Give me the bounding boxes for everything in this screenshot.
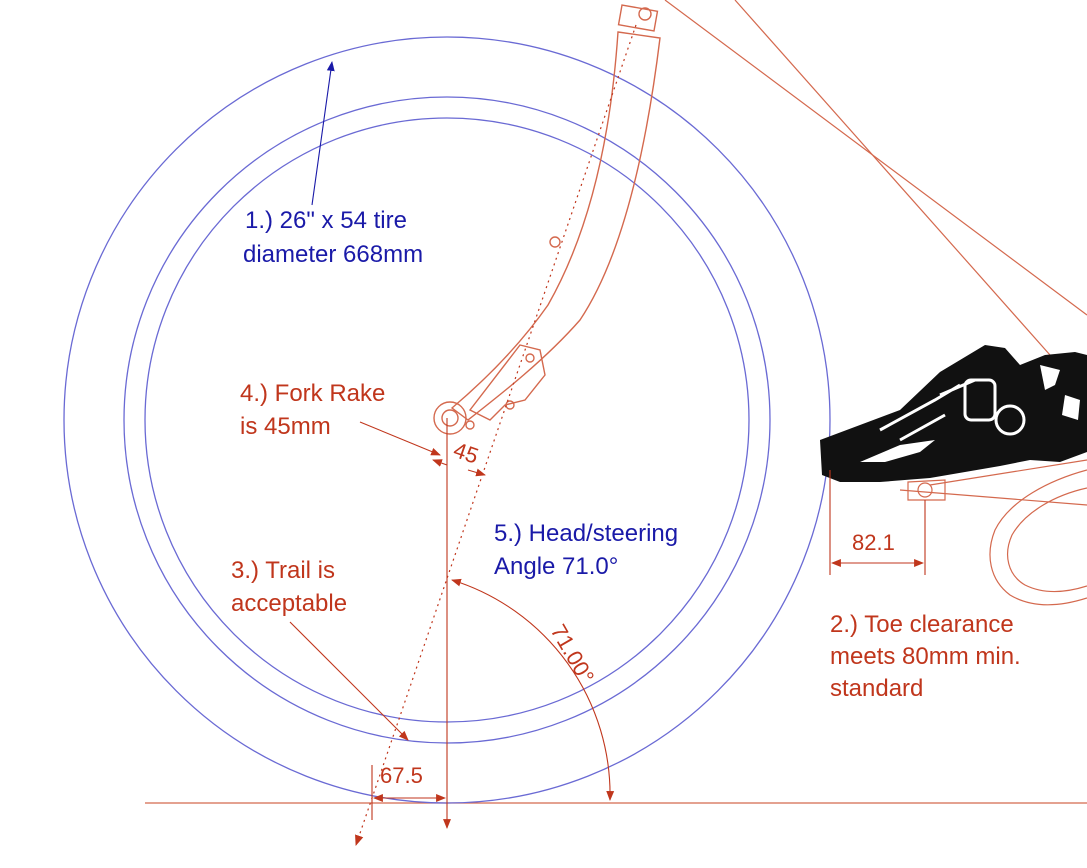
- tire-label-line2: diameter 668mm: [243, 241, 423, 268]
- shoe-icon: [820, 345, 1087, 501]
- fork-blade: [450, 31, 661, 421]
- tire-leader: [311, 61, 335, 206]
- rake-dimension-value: 45: [450, 437, 481, 469]
- head-angle-value: 71.00°: [546, 620, 600, 688]
- trail-dimension-value: 67.5: [380, 763, 423, 788]
- head-angle-dimension: 71.00°: [451, 578, 615, 801]
- axle-outer: [433, 401, 467, 435]
- toe-label-line1: 2.) Toe clearance: [830, 611, 1014, 638]
- pedal-spindle: [917, 482, 933, 498]
- head-angle-label-line1: 5.) Head/steering: [494, 520, 678, 547]
- rake-dimension: 45: [359, 421, 486, 477]
- toe-dimension: 82.1: [829, 470, 926, 575]
- axle-inner: [441, 409, 459, 427]
- seat-stay: [929, 459, 1087, 486]
- trail-dimension: 67.5: [289, 621, 446, 820]
- rake-label-line1: 4.) Fork Rake: [240, 380, 385, 407]
- rake-label-line2: is 45mm: [240, 413, 331, 440]
- toe-dimension-value: 82.1: [852, 530, 895, 555]
- tire-label-line1: 1.) 26" x 54 tire: [245, 207, 407, 234]
- down-tube-upper: [664, 0, 1087, 316]
- head-angle-arc: [451, 578, 615, 801]
- annotation-labels: 1.) 26" x 54 tire diameter 668mm 2.) Toe…: [231, 207, 1021, 702]
- trail-label-line1: 3.) Trail is: [231, 557, 335, 584]
- trail-leader: [289, 621, 409, 741]
- toe-label-line3: standard: [830, 675, 923, 702]
- head-angle-label-line2: Angle 71.0°: [494, 553, 618, 580]
- fork: [355, 4, 661, 847]
- trail-label-line2: acceptable: [231, 590, 347, 617]
- chainring: [989, 469, 1087, 606]
- down-tube-lower: [734, 0, 1051, 356]
- toe-label-line2: meets 80mm min.: [830, 643, 1021, 670]
- frame: [664, 0, 1087, 506]
- steering-axis: [355, 24, 637, 847]
